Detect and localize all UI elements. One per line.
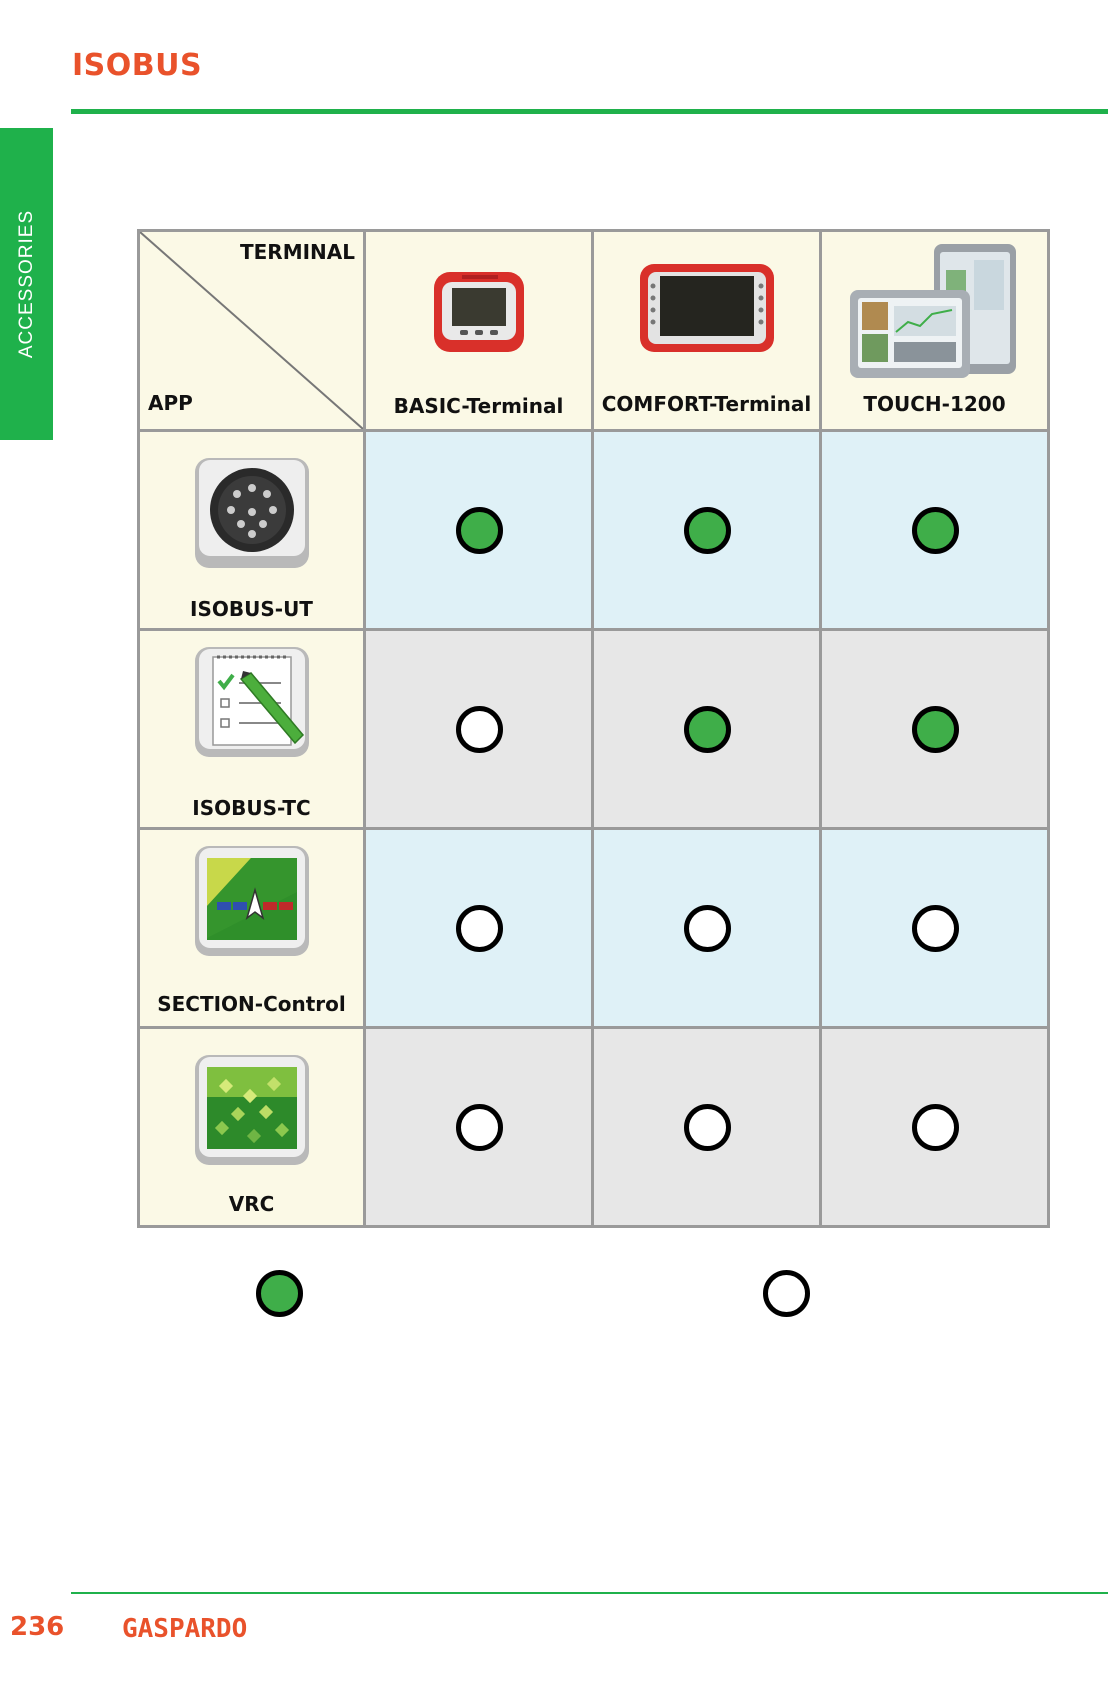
brand-logo: GASPARDO <box>122 1614 248 1644</box>
basic-terminal-icon <box>434 272 524 352</box>
not-available-indicator <box>455 905 503 952</box>
not-available-indicator <box>911 1104 959 1151</box>
page-number: 236 <box>10 1612 65 1642</box>
available-indicator <box>455 507 503 554</box>
touch-terminal-icon <box>850 244 1016 378</box>
terminal-axis-label: TERMINAL <box>239 240 355 264</box>
not-available-indicator <box>683 1104 731 1151</box>
support-cell <box>363 429 594 631</box>
support-cell <box>819 1026 1050 1228</box>
terminal-label-basic: BASIC-Terminal <box>393 394 564 418</box>
section-control-icon <box>194 846 309 956</box>
support-cell <box>363 1026 594 1228</box>
terminal-label-comfort: COMFORT-Terminal <box>601 392 812 416</box>
available-indicator <box>911 507 959 554</box>
not-available-indicator <box>683 905 731 952</box>
title-divider <box>71 109 1108 114</box>
comfort-terminal-icon <box>640 264 774 352</box>
not-available-indicator <box>911 905 959 952</box>
page-title: ISOBUS <box>72 48 203 83</box>
app-axis-label: APP <box>148 391 193 415</box>
legend-available-icon <box>256 1270 303 1317</box>
support-cell <box>819 827 1050 1029</box>
app-label-isobus-ut: ISOBUS-UT <box>190 597 313 621</box>
connector-icon <box>194 458 309 568</box>
support-cell <box>819 429 1050 631</box>
support-cell <box>591 429 822 631</box>
support-cell <box>819 628 1050 830</box>
not-available-indicator <box>455 706 503 753</box>
terminal-header-basic: BASIC-Terminal <box>363 229 594 432</box>
section-tab-label: ACCESSORIES <box>15 209 37 359</box>
footer-divider <box>71 1592 1108 1594</box>
available-indicator <box>683 507 731 554</box>
legend-not-available-icon <box>763 1270 810 1317</box>
available-indicator <box>911 706 959 753</box>
support-cell <box>591 628 822 830</box>
app-cell-section-control: SECTION-Control <box>137 827 366 1029</box>
terminal-header-touch: TOUCH-1200 <box>819 229 1050 432</box>
vrc-map-icon <box>194 1055 309 1165</box>
compatibility-table: TERMINAL APP BASIC-Terminal COMFORT-Term… <box>137 229 1050 1228</box>
terminal-header-comfort: COMFORT-Terminal <box>591 229 822 432</box>
not-available-indicator <box>455 1104 503 1151</box>
support-cell <box>591 1026 822 1228</box>
support-cell <box>363 827 594 1029</box>
app-label-section-control: SECTION-Control <box>157 992 346 1016</box>
app-cell-isobus-ut: ISOBUS-UT <box>137 429 366 631</box>
checklist-icon <box>194 647 309 757</box>
support-cell <box>363 628 594 830</box>
app-label-isobus-tc: ISOBUS-TC <box>192 796 311 820</box>
app-cell-isobus-tc: ISOBUS-TC <box>137 628 366 830</box>
corner-diagonal <box>140 232 363 429</box>
corner-cell: TERMINAL APP <box>137 229 366 432</box>
app-cell-vrc: VRC <box>137 1026 366 1228</box>
available-indicator <box>683 706 731 753</box>
support-cell <box>591 827 822 1029</box>
section-tab: ACCESSORIES <box>0 128 53 440</box>
terminal-label-touch: TOUCH-1200 <box>863 392 1006 416</box>
app-label-vrc: VRC <box>228 1192 275 1216</box>
